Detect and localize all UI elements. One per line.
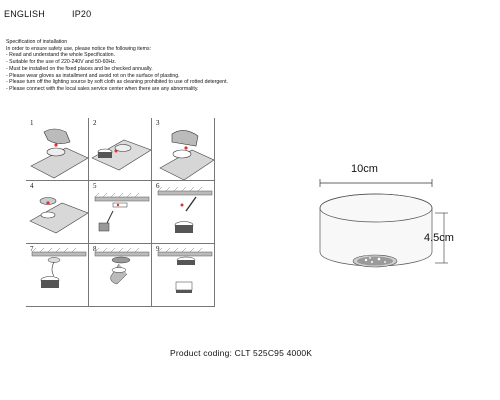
step-1-panel: 1 [26, 118, 89, 181]
step-number: 1 [30, 119, 34, 127]
drill-icon [94, 192, 150, 232]
finished-fixture-icon [157, 247, 213, 293]
spec-heading: Specification of installation [6, 39, 68, 45]
width-dimension-label: 10cm [351, 163, 378, 175]
language-label: ENGLISH [4, 9, 45, 19]
step-3-panel: 3 [152, 118, 215, 181]
step-number: 3 [156, 119, 160, 127]
step-number: 7 [30, 245, 34, 253]
step-6-panel: 6 [152, 181, 215, 244]
specification-block: Specification of installation In order t… [6, 39, 306, 93]
step-number: 9 [156, 245, 160, 253]
step-5-panel: 5 [89, 181, 152, 244]
step-number: 5 [93, 182, 97, 190]
spec-line: - Please turn off the lighting source by… [6, 79, 228, 86]
spec-line: - Read and understand the whole Specific… [6, 52, 116, 59]
spec-line: - Please connect with the local sales se… [6, 85, 199, 92]
installation-steps-grid: 1 2 3 4 [26, 118, 215, 315]
step-4-panel: 4 [26, 181, 89, 244]
height-dimension-label: 4.5cm [424, 232, 454, 244]
step-number: 8 [93, 245, 97, 253]
step-9-panel: 9 [152, 244, 215, 307]
hand-twist-icon [30, 128, 88, 179]
product-coding: Product coding: CLT 525C95 4000K [170, 348, 313, 358]
fixture-side-view [319, 179, 448, 268]
fit-fixture-icon [94, 247, 150, 285]
spec-line: - Suitable for the use of 220-240V and 5… [6, 59, 117, 66]
step-number: 6 [156, 182, 160, 190]
ip-rating: IP20 [72, 9, 92, 19]
ceiling-base-icon [91, 139, 151, 171]
step-number: 2 [93, 119, 97, 127]
spec-line: - Must be installed on the fixed places … [6, 65, 153, 72]
step-number: 4 [30, 182, 34, 190]
screwdriver-icon [157, 186, 213, 233]
spec-line: - Please wear gloves as installment and … [6, 72, 180, 79]
hand-screw-icon [159, 130, 214, 180]
step-8-panel: 8 [89, 244, 152, 307]
step-7-panel: 7 [26, 244, 89, 307]
step-2-panel: 2 [89, 118, 152, 181]
dimension-drawing: 10cm 4.5cm [300, 155, 500, 305]
mounting-plate-icon [29, 197, 88, 234]
wiring-icon [31, 247, 87, 288]
spec-line: In order to ensure safety use, please no… [6, 45, 152, 52]
